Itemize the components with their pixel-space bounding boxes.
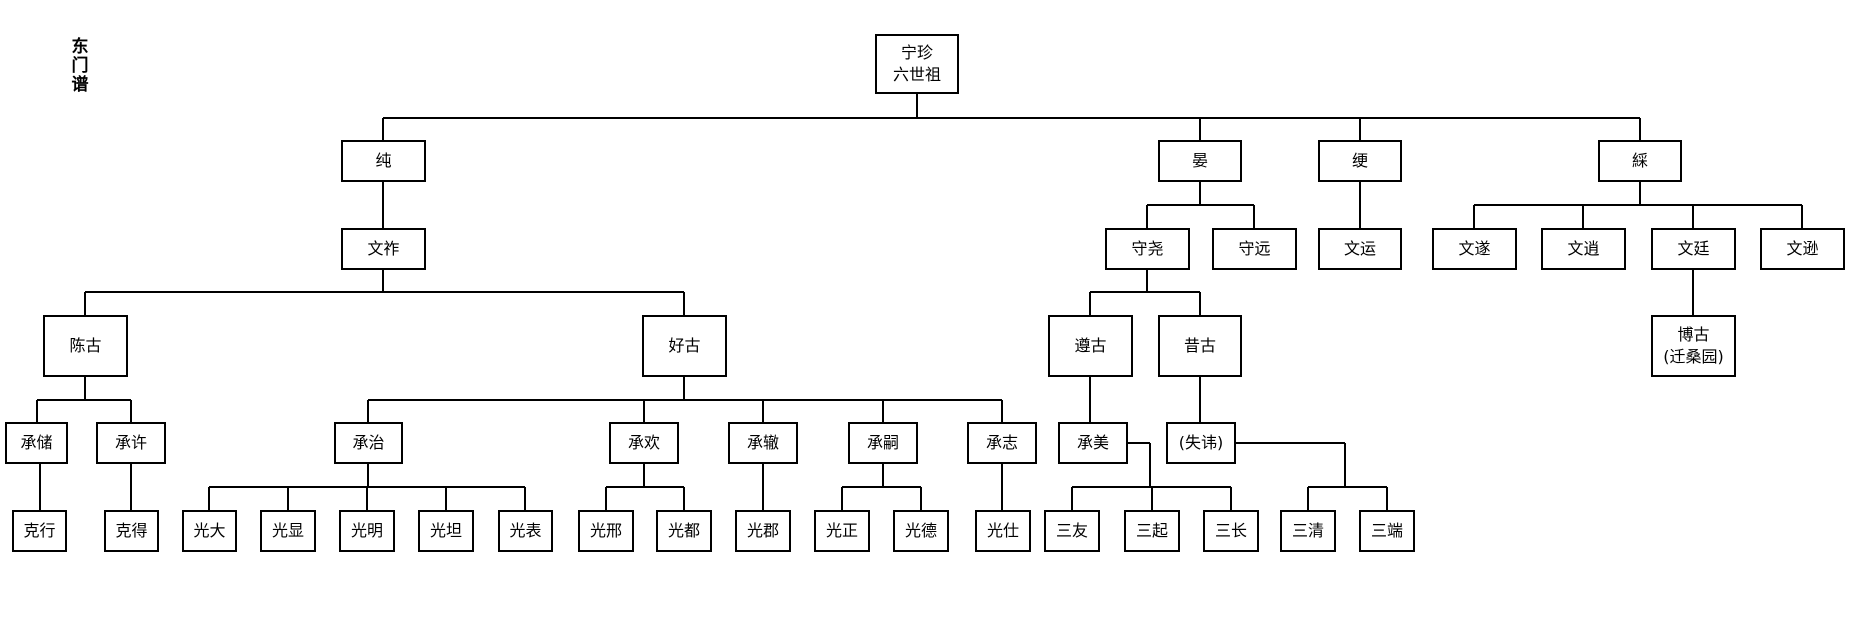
- node-root: 宁珍六世祖: [875, 34, 959, 94]
- node-shouyuan-line-1: 守远: [1238, 239, 1271, 258]
- node-chun-line-1: 纯: [375, 151, 392, 170]
- node-guangde: 光德: [893, 510, 949, 552]
- node-wenxun: 文逊: [1760, 228, 1845, 270]
- node-guangde-line-1: 光德: [904, 521, 937, 540]
- node-sanqi: 三起: [1124, 510, 1180, 552]
- node-chengchu: 承储: [5, 422, 68, 464]
- node-kexing-line-1: 克行: [23, 521, 56, 540]
- node-wenzuo: 文祚: [341, 228, 426, 270]
- node-guangxing-line-1: 光邢: [589, 521, 622, 540]
- node-wenxun-line-1: 文逊: [1786, 239, 1819, 258]
- node-guangda-line-1: 光大: [193, 521, 226, 540]
- node-chun: 纯: [341, 140, 426, 182]
- node-guangtan-line-1: 光坦: [429, 521, 462, 540]
- node-chengzhi2: 承志: [967, 422, 1037, 464]
- node-haogu-line-1: 好古: [668, 336, 701, 355]
- node-wenzuo-line-1: 文祚: [367, 239, 400, 258]
- node-root-line-1: 宁珍: [900, 43, 933, 62]
- title: 东 门 谱: [70, 38, 90, 95]
- node-chengu: 陈古: [43, 315, 128, 377]
- node-guangxian-line-1: 光显: [271, 521, 304, 540]
- node-yan: 晏: [1158, 140, 1242, 182]
- node-guangda: 光大: [182, 510, 237, 552]
- node-wenting: 文廷: [1651, 228, 1736, 270]
- node-guangshi-line-1: 光仕: [986, 521, 1019, 540]
- node-chengzhi: 承治: [334, 422, 403, 464]
- node-wensui: 文遂: [1432, 228, 1517, 270]
- node-chengmei: 承美: [1058, 422, 1128, 464]
- node-guangdu: 光都: [656, 510, 712, 552]
- node-chengsi-line-1: 承嗣: [866, 433, 899, 452]
- node-guangtan: 光坦: [418, 510, 474, 552]
- node-chengzhi-line-1: 承治: [352, 433, 385, 452]
- node-chengmei-line-1: 承美: [1076, 433, 1109, 452]
- node-guangzheng-line-1: 光正: [825, 521, 858, 540]
- node-bogu-line-2: (迁桑园): [1663, 347, 1724, 366]
- node-shihui-line-1: (失讳): [1178, 433, 1224, 452]
- node-shouyuan: 守远: [1212, 228, 1297, 270]
- node-chengchu-line-1: 承储: [20, 433, 53, 452]
- node-sanyou: 三友: [1044, 510, 1100, 552]
- node-sanduan-line-1: 三端: [1370, 521, 1403, 540]
- node-bogu-line-1: 博古: [1677, 325, 1710, 344]
- node-kexing: 克行: [12, 510, 67, 552]
- node-cai: 綵: [1598, 140, 1682, 182]
- node-chengsi: 承嗣: [848, 422, 918, 464]
- node-geng-line-1: 绠: [1351, 151, 1368, 170]
- node-kede-line-1: 克得: [115, 521, 148, 540]
- node-zungu-line-1: 遵古: [1074, 336, 1107, 355]
- node-shouyao: 守尧: [1105, 228, 1190, 270]
- node-chengu-line-1: 陈古: [69, 336, 102, 355]
- node-chengche-line-1: 承辙: [746, 433, 779, 452]
- node-guangdu-line-1: 光都: [667, 521, 700, 540]
- title-char-1: 东: [71, 37, 89, 57]
- node-xigu: 昔古: [1158, 315, 1242, 377]
- node-chengzhi2-line-1: 承志: [985, 433, 1018, 452]
- node-sanyou-line-1: 三友: [1055, 521, 1088, 540]
- node-geng: 绠: [1318, 140, 1402, 182]
- node-shihui: (失讳): [1166, 422, 1236, 464]
- node-sanchang-line-1: 三长: [1214, 521, 1247, 540]
- node-zungu: 遵古: [1048, 315, 1133, 377]
- title-char-3: 谱: [71, 75, 89, 95]
- node-shouyao-line-1: 守尧: [1131, 239, 1164, 258]
- node-guangbiao: 光表: [498, 510, 553, 552]
- node-wenyun-line-1: 文运: [1343, 239, 1376, 258]
- node-sanduan: 三端: [1359, 510, 1415, 552]
- title-char-2: 门: [71, 56, 89, 76]
- node-guangxing: 光邢: [578, 510, 634, 552]
- node-sanchang: 三长: [1203, 510, 1259, 552]
- node-guangming: 光明: [339, 510, 395, 552]
- node-yan-line-1: 晏: [1191, 151, 1208, 170]
- node-cai-line-1: 綵: [1631, 151, 1648, 170]
- node-guangjun: 光郡: [735, 510, 791, 552]
- node-sanqi-line-1: 三起: [1135, 521, 1168, 540]
- node-kede: 克得: [104, 510, 159, 552]
- node-wenyun: 文运: [1318, 228, 1402, 270]
- node-guangming-line-1: 光明: [350, 521, 383, 540]
- node-wensui-line-1: 文遂: [1458, 239, 1491, 258]
- node-wenxiao-line-1: 文逍: [1567, 239, 1600, 258]
- node-wenxiao: 文逍: [1541, 228, 1626, 270]
- node-guangshi: 光仕: [975, 510, 1031, 552]
- node-bogu: 博古 (迁桑园): [1651, 315, 1736, 377]
- node-guangzheng: 光正: [814, 510, 870, 552]
- node-chengxu: 承许: [96, 422, 166, 464]
- node-chenghuan: 承欢: [609, 422, 679, 464]
- node-sanqing-line-1: 三清: [1291, 521, 1324, 540]
- node-sanqing: 三清: [1280, 510, 1336, 552]
- node-guangxian: 光显: [260, 510, 316, 552]
- node-chengxu-line-1: 承许: [114, 433, 147, 452]
- node-xigu-line-1: 昔古: [1183, 336, 1216, 355]
- node-root-line-2: 六世祖: [892, 65, 941, 84]
- node-wenting-line-1: 文廷: [1677, 239, 1710, 258]
- node-guangbiao-line-1: 光表: [509, 521, 542, 540]
- node-chengche: 承辙: [728, 422, 798, 464]
- node-haogu: 好古: [642, 315, 727, 377]
- node-guangjun-line-1: 光郡: [746, 521, 779, 540]
- node-chenghuan-line-1: 承欢: [627, 433, 660, 452]
